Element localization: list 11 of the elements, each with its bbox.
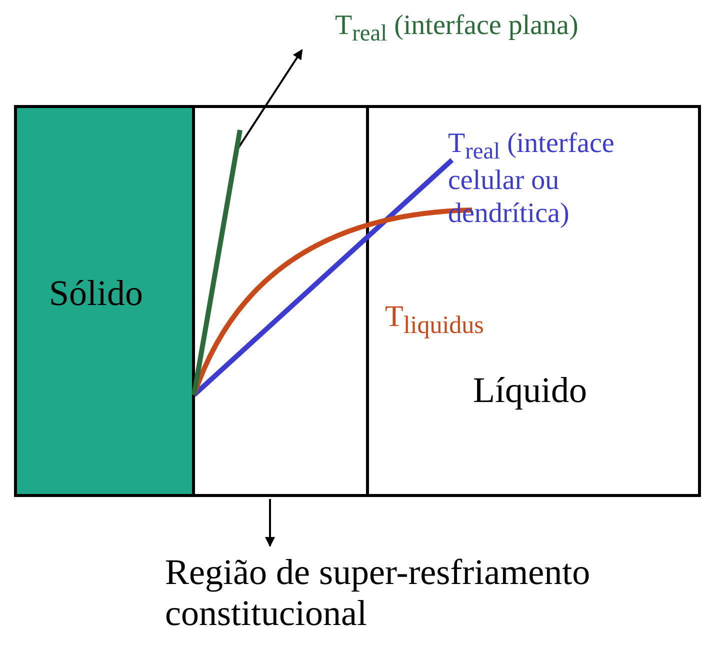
temperature-line	[192, 130, 242, 396]
supercooling-region	[192, 105, 369, 497]
liquid-region	[366, 105, 701, 497]
region-label: Sólido	[49, 273, 144, 314]
solid-region	[14, 105, 195, 497]
region-label: Líquido	[473, 370, 587, 412]
curve-label: T$_{real}$ (interface celular ou dendrítica)	[448, 128, 616, 230]
region-caption: Região de super-resfriamento constitucional	[165, 552, 715, 635]
arrow	[265, 499, 275, 547]
curve-label: T$_{liquidus}$	[385, 300, 485, 341]
curve-label: T$_{real}$ (interface plana)	[335, 10, 715, 48]
